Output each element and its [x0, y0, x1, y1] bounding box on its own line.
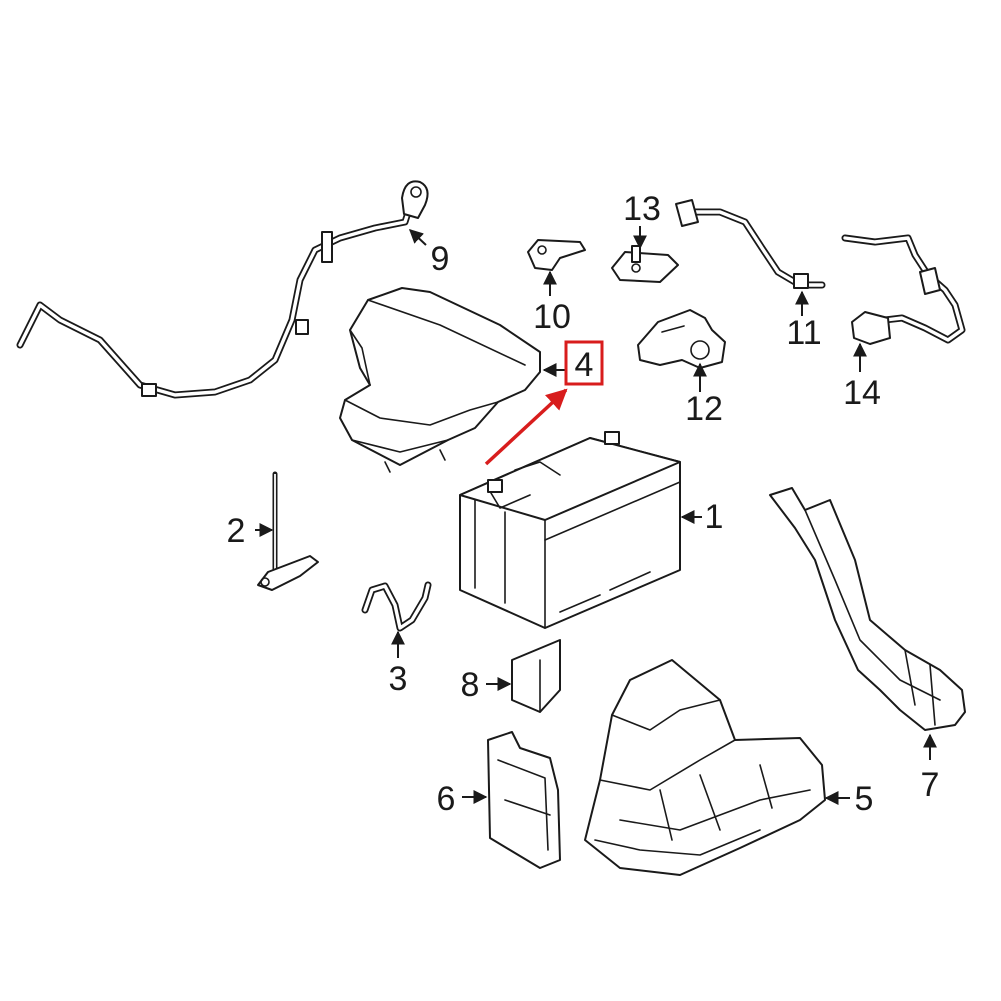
callout-labels: 1 2 3 4 5 6 7 8 9 10 11 12 13 14 — [227, 190, 940, 818]
callout-2: 2 — [227, 512, 246, 550]
callout-6: 6 — [437, 780, 456, 818]
callout-3: 3 — [389, 660, 408, 698]
callout-1: 1 — [705, 498, 724, 536]
terminal-plate-part-13 — [611, 245, 679, 283]
cable-part-14 — [841, 234, 966, 345]
hold-down-bracket-part-3 — [361, 581, 432, 632]
highlight-box — [564, 340, 604, 386]
battery-cover-part-4 — [339, 287, 541, 473]
battery-cable-part-9 — [16, 180, 429, 399]
cable-part-11 — [675, 199, 826, 289]
callout-11: 11 — [786, 314, 821, 352]
leader-lines — [255, 226, 937, 805]
battery-part-1 — [459, 431, 681, 629]
hold-down-rod-part-2 — [257, 471, 319, 591]
bracket-part-10 — [527, 239, 586, 271]
callout-9: 9 — [431, 240, 450, 278]
terminal-part-12 — [637, 309, 726, 369]
callout-10: 10 — [533, 298, 571, 336]
callout-4: 4 — [575, 346, 594, 384]
highlight-part-4 — [484, 340, 604, 466]
battery-tray-part-5 — [584, 659, 826, 876]
side-duct-part-7 — [769, 487, 966, 731]
callout-5: 5 — [855, 780, 874, 818]
front-shield-part-6 — [487, 731, 561, 869]
leader-9 — [408, 229, 427, 246]
callout-12: 12 — [685, 390, 723, 428]
callout-13: 13 — [623, 190, 661, 228]
highlight-arrow — [484, 388, 568, 466]
callout-7: 7 — [921, 766, 940, 804]
shield-part-8 — [511, 639, 561, 713]
callout-8: 8 — [461, 666, 480, 704]
callout-14: 14 — [843, 374, 881, 412]
